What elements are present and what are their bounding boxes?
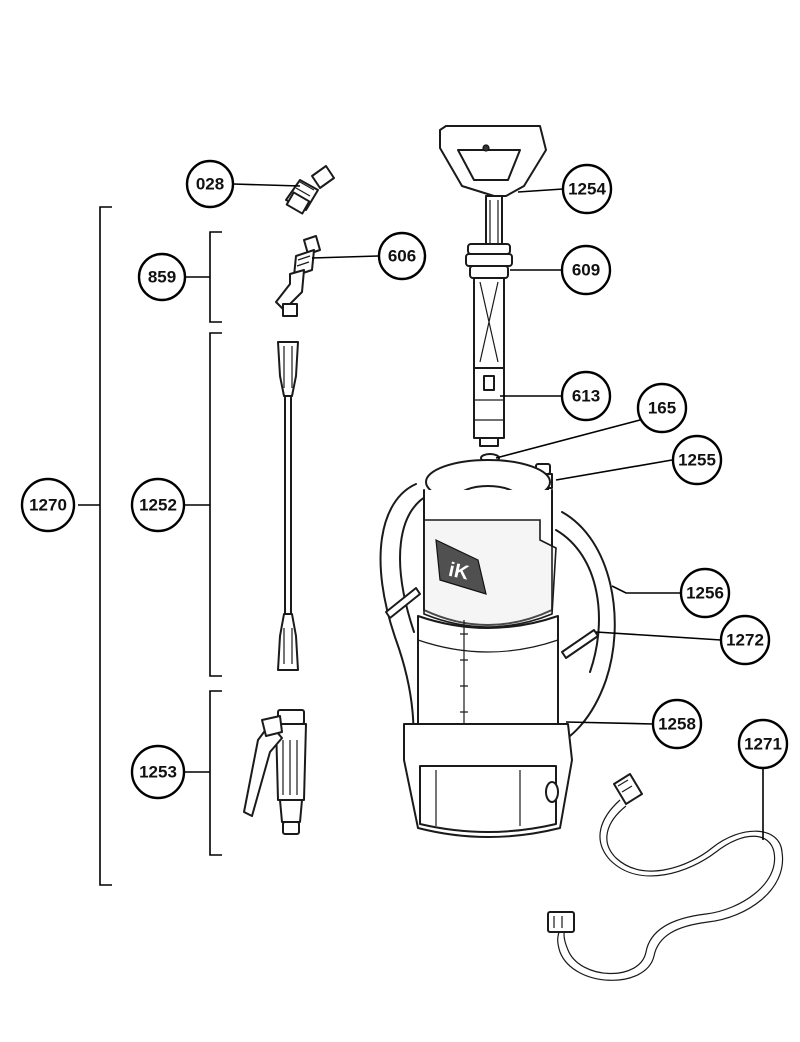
callout-1258: 1258 — [651, 698, 703, 750]
callout-165: 165 — [636, 382, 688, 434]
callout-606: 606 — [377, 231, 427, 281]
nozzle-028-part — [285, 165, 335, 215]
callout-label: 1253 — [139, 763, 177, 782]
callout-label: 606 — [388, 247, 416, 266]
callout-label: 1272 — [726, 631, 764, 650]
callout-label: 1252 — [139, 496, 177, 515]
bracket-1270 — [78, 206, 112, 886]
callout-label: 1271 — [744, 735, 782, 754]
bracket-859 — [185, 231, 222, 323]
callout-1270: 1270 — [20, 477, 76, 533]
callout-1272: 1272 — [719, 614, 771, 666]
callout-label: 859 — [148, 268, 176, 287]
pin-1272-part — [385, 587, 599, 659]
callout-1252: 1252 — [130, 477, 186, 533]
trigger-1253-part — [243, 709, 307, 835]
tank-1258-part: iK — [403, 459, 573, 838]
callout-1255: 1255 — [671, 434, 723, 486]
bracket-1253 — [185, 690, 222, 856]
callout-1256: 1256 — [679, 567, 731, 619]
callout-label: 609 — [572, 261, 600, 280]
callout-1253: 1253 — [130, 744, 186, 800]
callout-1271: 1271 — [737, 718, 789, 770]
callout-label: 1270 — [29, 496, 67, 515]
callout-label: 1254 — [568, 180, 606, 199]
bracket-1252 — [185, 332, 222, 677]
pump-handle-1254-part — [439, 125, 547, 247]
hose-1271-part — [547, 773, 784, 981]
pump-tube-613-part — [473, 367, 505, 447]
callout-613: 613 — [560, 370, 612, 422]
callout-label: 028 — [196, 175, 224, 194]
leader-lines — [232, 183, 764, 840]
callout-609: 609 — [560, 244, 612, 296]
nozzle-606-part — [275, 235, 321, 317]
lance-1252-part — [277, 341, 299, 671]
callout-label: 1255 — [678, 451, 716, 470]
callout-1254: 1254 — [561, 163, 613, 215]
pump-cylinder-609-part — [465, 243, 513, 369]
callout-label: 165 — [648, 399, 676, 418]
callout-859: 859 — [137, 252, 187, 302]
callout-label: 613 — [572, 387, 600, 406]
callout-label: 1258 — [658, 715, 696, 734]
callout-028: 028 — [185, 159, 235, 209]
callout-label: 1256 — [686, 584, 724, 603]
